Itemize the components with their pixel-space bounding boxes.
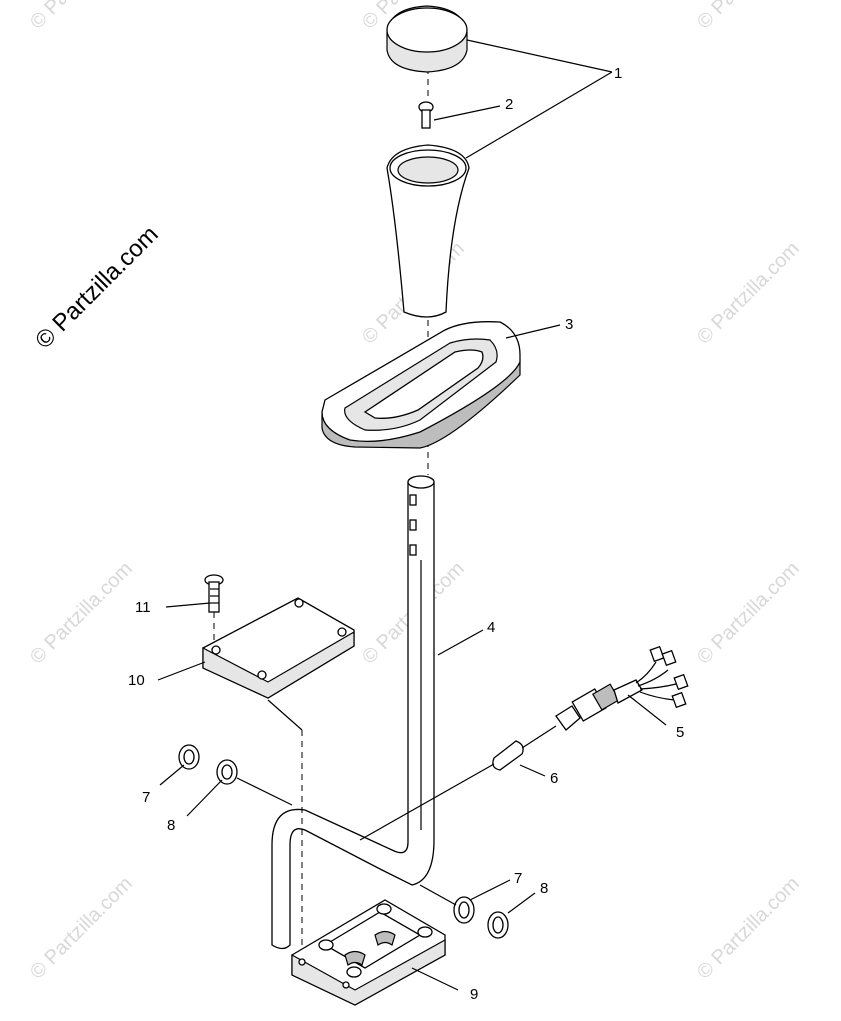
watermark-faint: © Partzilla.com [693,873,804,984]
plate-to-base-line [267,699,303,731]
callout-7-right: 7 [514,870,522,887]
callout-1: 1 [614,65,622,82]
shift-boot-bezel [321,321,521,449]
callout-9: 9 [470,986,478,1003]
callout-8-right: 8 [540,880,548,897]
callout-3: 3 [565,316,573,333]
callout-4: 4 [487,619,495,636]
callout-labels: 1 2 3 4 5 6 7 8 7 8 9 10 11 [128,65,684,1003]
callout-8-left: 8 [167,817,175,834]
callout-7-left: 7 [142,789,150,806]
bushing-7-left [178,744,200,770]
callout-2: 2 [505,96,513,113]
pivot-axis-line-right [419,884,457,906]
watermark-faint: © Partzilla.com [693,238,804,349]
callout-11: 11 [135,599,151,616]
partzilla-watermark: © Partzilla.com [30,221,163,354]
callout-5: 5 [676,724,684,741]
switch-harness-part-5 [555,645,689,731]
watermark-faint: © Partzilla.com [693,558,804,669]
watermark-faint: © Partzilla.com [693,0,804,34]
washer-8-left [216,759,238,785]
callout-10: 10 [128,672,145,689]
watermark-faint: © Partzilla.com [26,0,137,34]
shift-lever-rod [271,475,435,950]
watermark-faint: © Partzilla.com [26,558,137,669]
bushing-7-right [453,896,475,924]
sleeve-part-6 [359,725,557,841]
pivot-axis-line [236,777,293,806]
callout-6: 6 [550,770,558,787]
leader-lines [157,39,667,991]
watermark-faint: © Partzilla.com [26,873,137,984]
shift-base-part-9 [291,899,446,1006]
knob-top [386,5,468,73]
screw-part-2 [418,101,434,129]
washer-8-right [487,911,509,939]
cover-plate-part-10 [202,597,355,699]
bolt-part-11 [204,574,224,613]
knob-grip [386,144,470,318]
